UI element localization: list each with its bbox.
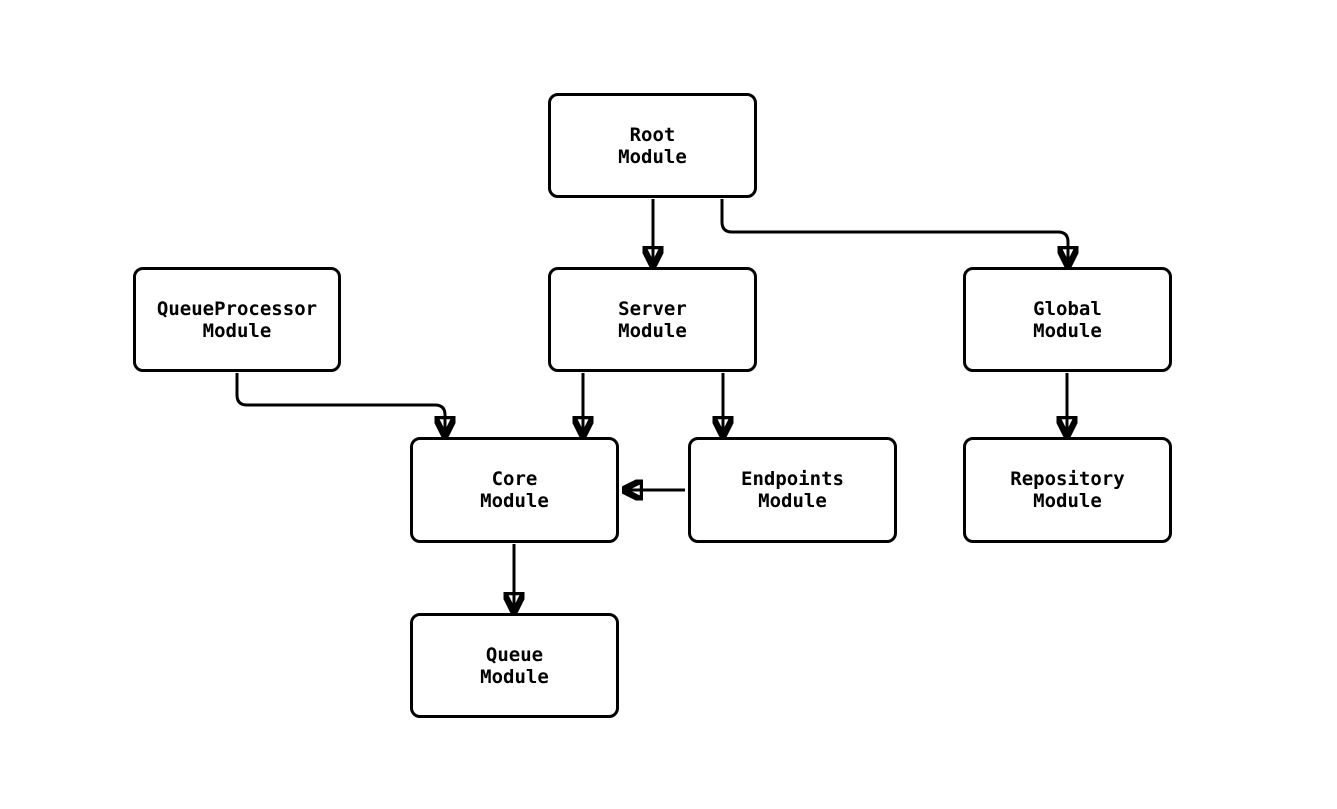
node-endpoints-module: Endpoints Module	[688, 437, 897, 543]
node-label-line1: Repository	[1010, 468, 1125, 490]
node-label-line1: Global	[1033, 297, 1102, 320]
edge-root-to-global	[720, 199, 1068, 265]
node-label-line2: Module	[1033, 319, 1102, 342]
node-label-line2: Module	[480, 665, 549, 688]
node-label-line1: Core	[491, 468, 538, 490]
node-label-line2: Module	[618, 145, 687, 168]
node-label-line2: Module	[758, 490, 827, 512]
node-queue-module: Queue Module	[410, 613, 619, 718]
node-server-module: Server Module	[548, 267, 757, 372]
node-label-line1: Root	[629, 123, 676, 146]
node-label-line2: Module	[202, 319, 272, 342]
node-label-line1: Server	[618, 297, 687, 320]
node-core-module: Core Module	[410, 437, 619, 543]
node-repository-module: Repository Module	[963, 437, 1172, 543]
node-queueprocessor-module: QueueProcessor Module	[133, 267, 341, 372]
node-root-module: Root Module	[548, 93, 757, 198]
edge-queueprocessor-to-core	[235, 373, 445, 435]
node-global-module: Global Module	[963, 267, 1172, 372]
node-label-line1: QueueProcessor	[156, 297, 318, 320]
node-label-line1: Queue	[485, 643, 544, 666]
node-label-line1: Endpoints	[741, 468, 844, 490]
node-label-line2: Module	[480, 490, 549, 512]
node-label-line2: Module	[618, 319, 687, 342]
node-label-line2: Module	[1033, 490, 1102, 512]
